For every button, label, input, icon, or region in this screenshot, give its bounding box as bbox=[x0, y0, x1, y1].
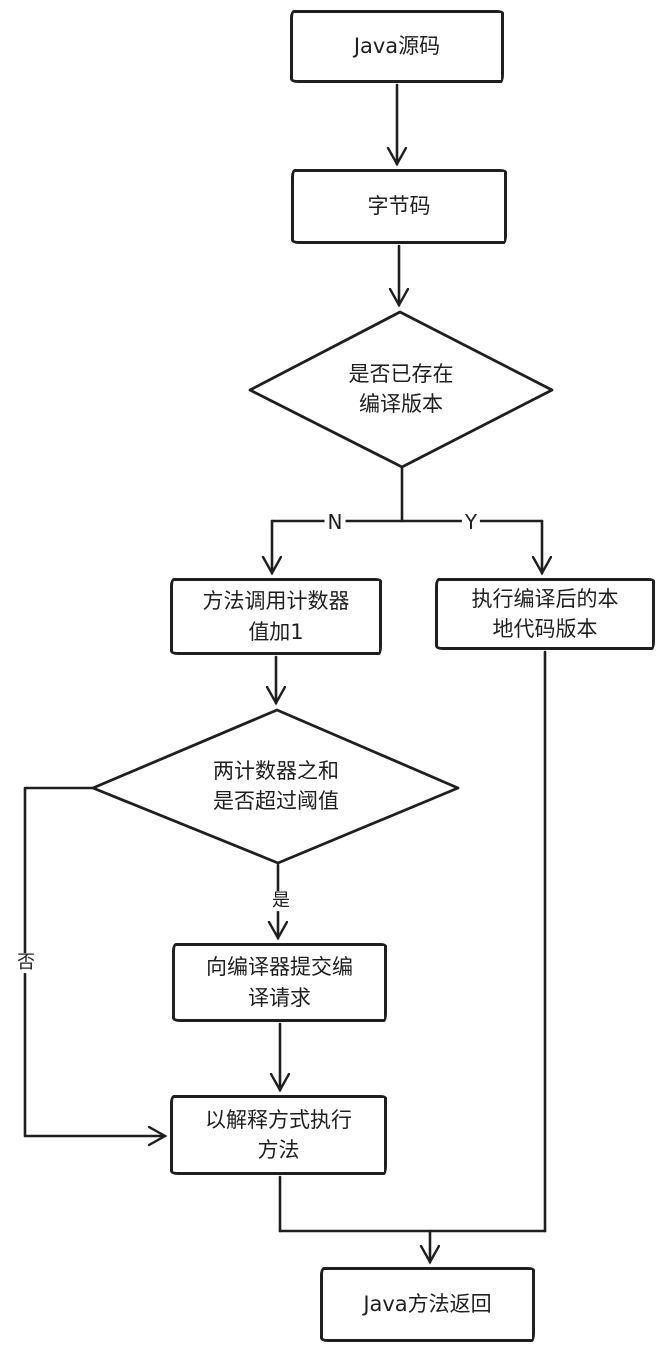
edge-decision2-no-loop bbox=[23, 786, 165, 1136]
node-interpret-method-label: 以解释方式执行 方法 bbox=[205, 1107, 352, 1162]
node-increment-counter-label: 方法调用计数器 值加1 bbox=[202, 589, 350, 644]
edge-label-yes: 是 bbox=[269, 891, 293, 911]
decision-compiled-exists-shape bbox=[248, 310, 554, 469]
node-java-method-return-label: Java方法返回 bbox=[363, 1292, 492, 1317]
node-interpret-method: 以解释方式执行 方法 bbox=[170, 1095, 387, 1175]
edge-label-no: 否 bbox=[14, 953, 38, 973]
node-execute-native: 执行编译后的本 地代码版本 bbox=[435, 578, 655, 650]
node-submit-compile-request: 向编译器提交编 译请求 bbox=[172, 943, 387, 1022]
edge-label-y: Y bbox=[461, 511, 481, 533]
node-java-source: Java源码 bbox=[290, 10, 504, 83]
node-bytecode: 字节码 bbox=[291, 169, 507, 244]
node-submit-compile-request-label: 向编译器提交编 译请求 bbox=[206, 955, 353, 1010]
decision-threshold-shape bbox=[91, 708, 460, 865]
node-execute-native-label: 执行编译后的本 地代码版本 bbox=[471, 586, 619, 641]
edge-label-n: N bbox=[324, 511, 346, 533]
node-java-method-return: Java方法返回 bbox=[320, 1267, 535, 1342]
node-java-source-label: Java源码 bbox=[353, 34, 441, 59]
node-increment-counter: 方法调用计数器 值加1 bbox=[170, 578, 382, 655]
node-bytecode-label: 字节码 bbox=[367, 194, 431, 219]
